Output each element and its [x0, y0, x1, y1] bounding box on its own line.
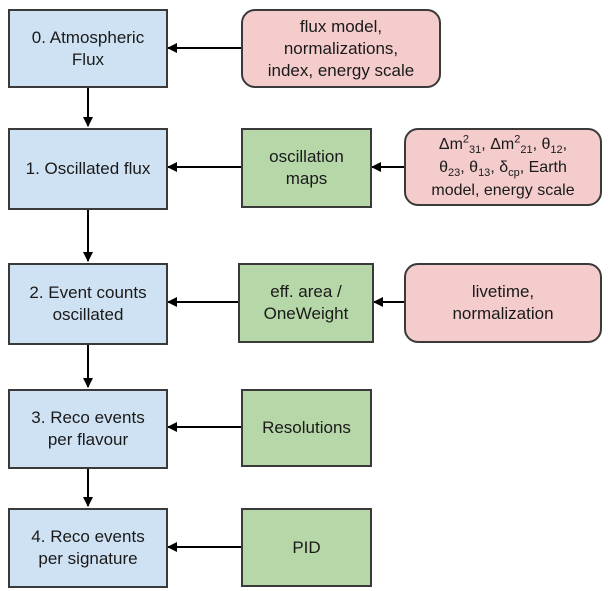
stage-0-line-2: Flux	[71, 49, 105, 69]
delta-m21-symbol: Δm	[490, 135, 515, 153]
livetime-line-1: livetime,	[471, 282, 535, 301]
stage-4-reco-per-signature: 4. Reco events per signature	[8, 508, 168, 588]
theta13-sub: 13	[478, 166, 491, 179]
stage-4-line-1: 4. Reco events	[31, 527, 145, 546]
flux-params-line-2: normalizations,	[283, 38, 399, 58]
theta12-symbol: θ	[541, 135, 551, 153]
stage-3-line-2: per flavour	[47, 430, 129, 449]
delta-m21-sub: 21	[520, 143, 533, 156]
resolutions-box: Resolutions	[241, 389, 372, 467]
livetime-parameters-box: livetime, normalization	[404, 263, 602, 343]
pid-label: PID	[292, 537, 321, 557]
delta-m31-sub: 31	[469, 143, 482, 156]
pid-box: PID	[241, 508, 372, 587]
flux-parameters-box: flux model, normalizations, index, energ…	[241, 9, 441, 88]
stage-3-line-1: 3. Reco events	[31, 408, 145, 427]
theta12-sub: 12	[550, 143, 563, 156]
delta-m21-sup: 2	[514, 133, 521, 146]
eff-area-line-2: OneWeight	[263, 304, 349, 323]
stage-1-line-1: 1. Oscillated flux	[25, 159, 151, 178]
stage-2-line-1: 2. Event counts	[29, 283, 147, 302]
osc-params-line-2: θ23, θ13, δcp, Earth	[439, 158, 567, 179]
resolutions-label: Resolutions	[262, 418, 351, 437]
stage-1-oscillated-flux: 1. Oscillated flux	[8, 128, 168, 210]
eff-area-box: eff. area / OneWeight	[238, 263, 374, 343]
stage-2-line-2: oscillated	[52, 305, 124, 324]
stage-3-reco-per-flavour: 3. Reco events per flavour	[8, 389, 168, 469]
oscillation-maps-line-2: maps	[285, 169, 328, 188]
flux-params-line-3: index, energy scale	[267, 60, 415, 80]
stage-0-line-1: 0. Atmospheric	[31, 27, 145, 47]
flux-params-line-1: flux model,	[299, 16, 383, 36]
theta13-symbol: θ	[469, 158, 479, 176]
delta-m31-sup: 2	[462, 133, 470, 146]
stage-4-line-2: per signature	[38, 549, 138, 568]
stage-0-atmospheric-flux: 0. Atmospheric Flux	[8, 9, 168, 88]
earth-label: Earth	[528, 158, 567, 176]
delta-m31-symbol: Δm	[438, 135, 463, 153]
osc-params-line-3: model, energy scale	[431, 181, 575, 199]
oscillation-maps-line-1: oscillation	[269, 147, 344, 166]
theta23-symbol: θ	[439, 158, 449, 176]
osc-params-line-1: Δm231, Δm221, θ12,	[438, 133, 568, 156]
eff-area-line-1: eff. area /	[270, 282, 342, 301]
livetime-line-2: normalization	[452, 304, 554, 323]
delta-cp-sub: cp	[508, 166, 520, 179]
theta23-sub: 23	[448, 166, 461, 179]
oscillation-parameters-box: Δm231, Δm221, θ12, θ23, θ13, δcp, Earth …	[404, 128, 602, 206]
stage-2-event-counts: 2. Event counts oscillated	[8, 263, 168, 345]
delta-cp-symbol: δ	[499, 158, 509, 176]
oscillation-maps-box: oscillation maps	[241, 128, 372, 208]
